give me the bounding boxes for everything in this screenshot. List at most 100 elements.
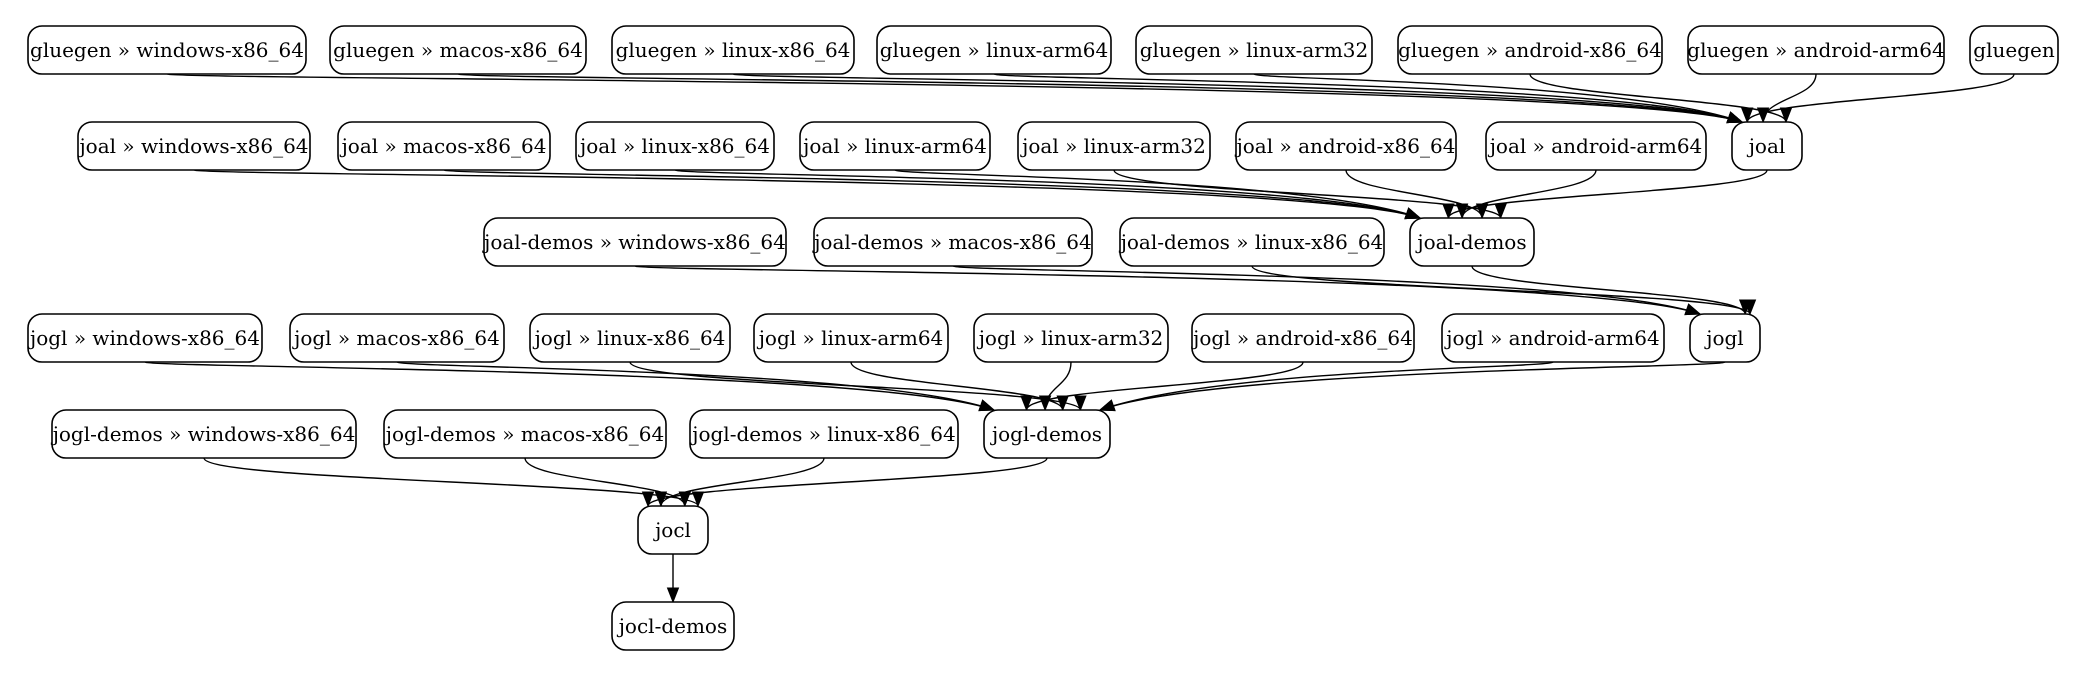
node-box [1731, 121, 1803, 171]
node-box [611, 601, 735, 651]
node-box [1687, 25, 1945, 75]
edge-jogl-demos-windows-to-jocl [203, 457, 705, 508]
node-label: joal [1747, 134, 1786, 158]
edge-line [144, 361, 995, 411]
node-box [799, 121, 991, 171]
node-label: jogl-demos » windows-x86_64 [51, 422, 356, 446]
node-label: joal-demos » macos-x86_64 [812, 230, 1092, 254]
edge-line [647, 457, 1048, 507]
node-jogl-android-arm64: jogl » android-arm64 [1441, 313, 1665, 363]
edge-line [203, 457, 699, 507]
node-box [1485, 121, 1707, 171]
node-label: jogl » windows-x86_64 [28, 326, 260, 350]
edge-line [1447, 169, 1768, 219]
node-box [1191, 313, 1415, 363]
node-label: gluegen » linux-x86_64 [616, 38, 851, 62]
node-label: jogl-demos » macos-x86_64 [384, 422, 664, 446]
edge-line [524, 457, 686, 507]
node-label: joal » windows-x86_64 [77, 134, 308, 158]
node-jocl-demos: jocl-demos [611, 601, 735, 651]
node-label: jogl » android-arm64 [1444, 326, 1659, 350]
node-label: joal-demos » windows-x86_64 [482, 230, 786, 254]
node-gluegen-linux-arm64: gluegen » linux-arm64 [876, 25, 1112, 75]
node-label: joal-demos [1415, 230, 1526, 254]
node-gluegen-linux-arm32: gluegen » linux-arm32 [1135, 25, 1373, 75]
edge-line [396, 361, 995, 411]
node-box [1397, 25, 1663, 75]
edge-line [894, 169, 1421, 219]
nodes-layer: gluegen » windows-x86_64 gluegen » macos-… [27, 25, 2059, 651]
edge-arrowhead [641, 491, 655, 508]
edge-line [993, 73, 1743, 123]
edge-arrowhead [1074, 395, 1087, 412]
node-label: joal » linux-arm64 [801, 134, 987, 158]
edge-line [850, 361, 1064, 411]
node-joal-android-arm64: joal » android-arm64 [1485, 121, 1707, 171]
node-box [1409, 217, 1535, 267]
node-box [1235, 121, 1457, 171]
node-box [1689, 313, 1761, 363]
node-gluegen: gluegen [1969, 25, 2059, 75]
node-label: jogl » linux-arm32 [977, 326, 1164, 350]
edge-line [634, 265, 1701, 315]
node-box [77, 121, 311, 171]
edge-joal-linux-arm64-to-joal-demos [894, 169, 1422, 220]
edge-arrowhead [1038, 395, 1052, 412]
node-box [637, 505, 709, 555]
node-gluegen-linux-x86: gluegen » linux-x86_64 [611, 25, 855, 75]
node-gluegen-android-arm64: gluegen » android-arm64 [1687, 25, 1945, 75]
node-label: gluegen » linux-arm32 [1140, 38, 1369, 62]
node-jocl: jocl [637, 505, 709, 555]
edge-line [1471, 265, 1746, 315]
edge-line [1099, 361, 1726, 411]
node-label: joal » android-x86_64 [1235, 134, 1456, 158]
edge-gluegen-linux-arm32-to-joal [1253, 73, 1744, 124]
edge-gluegen-to-joal [1740, 73, 2015, 124]
edge-arrowhead [1779, 107, 1793, 124]
node-joal: joal [1731, 121, 1803, 171]
node-joal-linux-x86: joal » linux-x86_64 [575, 121, 775, 171]
node-jogl-linux-arm64: jogl » linux-arm64 [753, 313, 949, 363]
edge-arrowhead [666, 587, 680, 604]
edge-line [1746, 73, 2015, 123]
edge-gluegen-linux-arm64-to-joal [993, 73, 1744, 124]
node-joal-demos-linux-x86: joal-demos » linux-x86_64 [1119, 217, 1385, 267]
node-jogl-demos-windows: jogl-demos » windows-x86_64 [51, 409, 357, 459]
edge-arrowhead [1740, 107, 1754, 124]
edge-line [1253, 73, 1743, 123]
node-jogl-android-x86: jogl » android-x86_64 [1191, 313, 1415, 363]
node-box [973, 313, 1169, 363]
node-label: jogl [1704, 326, 1743, 350]
node-box [51, 409, 357, 459]
edge-arrowhead [1442, 203, 1455, 220]
edge-line [1251, 265, 1751, 315]
edge-jogl-demos-to-jocl [641, 457, 1048, 508]
node-label: joal » android-arm64 [1488, 134, 1703, 158]
edge-line [166, 73, 1743, 123]
edge-joal-to-joal-demos [1442, 169, 1768, 220]
node-jogl-demos-linux-x86: jogl-demos » linux-x86_64 [689, 409, 959, 459]
node-box [337, 121, 551, 171]
edge-arrowhead [1098, 399, 1116, 412]
node-box [329, 25, 587, 75]
node-gluegen-macos: gluegen » macos-x86_64 [329, 25, 587, 75]
node-gluegen-windows: gluegen » windows-x86_64 [27, 25, 307, 75]
edge-line [1461, 169, 1597, 219]
edge-arrowhead [1738, 299, 1752, 316]
node-joal-demos: joal-demos [1409, 217, 1535, 267]
node-box [689, 409, 959, 459]
edge-arrowhead [1020, 395, 1033, 412]
edge-line [1099, 361, 1554, 411]
edges-layer [144, 73, 2015, 604]
node-box [876, 25, 1112, 75]
edge-line [1025, 361, 1304, 411]
node-gluegen-android-x86: gluegen » android-x86_64 [1397, 25, 1663, 75]
node-label: gluegen » linux-arm64 [880, 38, 1109, 62]
edge-line [674, 169, 1421, 219]
edge-arrowhead [1056, 395, 1069, 412]
edge-jogl-macos-to-jogl-demos [396, 361, 996, 412]
edge-arrowhead [1684, 303, 1702, 316]
node-joal-demos-windows: joal-demos » windows-x86_64 [482, 217, 787, 267]
node-box [1441, 313, 1665, 363]
edge-line [457, 73, 1743, 123]
